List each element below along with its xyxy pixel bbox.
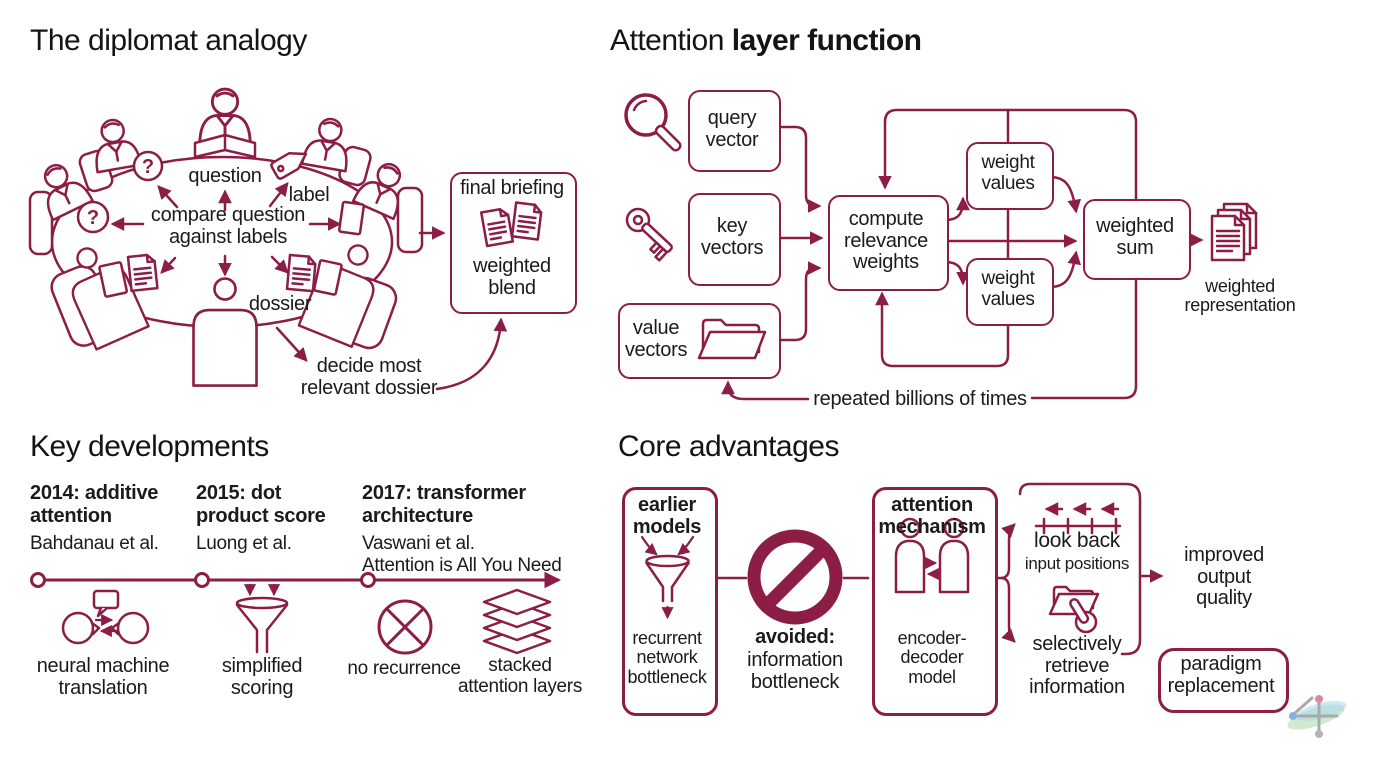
loop-lines bbox=[721, 108, 1138, 401]
no-recurrence-icon bbox=[377, 599, 433, 655]
advantages-title: Core advantages bbox=[618, 430, 840, 463]
paradigm-box bbox=[1158, 648, 1289, 713]
weighted-representation-label: weighted representation bbox=[1184, 276, 1296, 316]
translation-icon bbox=[61, 589, 150, 645]
milestone-heading: 2015: dot product score bbox=[196, 482, 326, 527]
brand-logo bbox=[1287, 695, 1347, 738]
repeated-label: repeated billions of times bbox=[813, 388, 1027, 410]
paradigm-label: paradigm replacement bbox=[1167, 653, 1275, 697]
capability-container bbox=[1018, 482, 1142, 656]
advantages-flow bbox=[710, 482, 1164, 656]
compute-weights-label: compute relevance weights bbox=[843, 208, 929, 274]
milestone-2015: 2015: dot product score Luong et al. bbox=[196, 482, 326, 555]
milestone-attribution: Bahdanau et al. bbox=[30, 533, 159, 554]
briefing-caption-label: weighted blend bbox=[473, 255, 551, 299]
milestone-attribution: Vaswani et al. Attention is All You Need bbox=[362, 533, 562, 576]
milestone-2017: 2017: transformer architecture Vaswani e… bbox=[362, 482, 562, 577]
weight-values-top-box bbox=[966, 142, 1054, 210]
query-vector-box bbox=[688, 90, 781, 172]
avoided-heading: avoided: bbox=[755, 626, 835, 648]
pointer-hand-icon bbox=[1069, 598, 1098, 634]
milestone-heading: 2014: additive attention bbox=[30, 482, 159, 527]
attention-title: Attention layer function bbox=[610, 24, 922, 58]
query-vector-label: query vector bbox=[705, 107, 759, 151]
question-label: question bbox=[188, 165, 262, 187]
feature-stacked-label: stacked attention layers bbox=[457, 655, 583, 697]
mechanism-heading: attention mechanism bbox=[878, 494, 986, 538]
attention-flowchart bbox=[624, 93, 1258, 401]
feature-scoring-label: simplified scoring bbox=[221, 655, 303, 699]
timeline bbox=[30, 571, 561, 589]
funnel-icon bbox=[235, 583, 289, 654]
question-mark-icon: ? bbox=[87, 207, 99, 229]
magnifier-icon bbox=[624, 93, 682, 152]
key-icon bbox=[625, 207, 673, 262]
weight-values-bottom-box bbox=[966, 258, 1054, 326]
earlier-models-heading: earlier models bbox=[632, 494, 702, 538]
briefing-title-label: final briefing bbox=[460, 177, 564, 199]
attention-mechanism-box bbox=[872, 487, 998, 716]
compute-weights-box bbox=[828, 195, 949, 291]
look-back-icon bbox=[1034, 502, 1122, 535]
avoided-caption: information bottleneck bbox=[747, 649, 843, 693]
retrieve-folder-icon bbox=[1048, 585, 1100, 634]
stacked-layers-icon bbox=[482, 588, 552, 655]
selectively-label: selectively retrieve information bbox=[1029, 633, 1125, 699]
diplomat-title: The diplomat analogy bbox=[30, 24, 307, 57]
improved-label: improved output quality bbox=[1184, 544, 1264, 610]
question-mark-icon: ? bbox=[142, 156, 154, 178]
prohibition-icon bbox=[747, 529, 843, 625]
open-briefing-icon bbox=[193, 133, 257, 159]
weight-values-top-label: weight values bbox=[981, 152, 1035, 194]
attention-title-bold: layer function bbox=[731, 24, 922, 57]
blend-arrow bbox=[435, 317, 508, 391]
decide-label: decide most relevant dossier bbox=[300, 355, 438, 399]
earlier-models-box bbox=[622, 487, 718, 716]
diplomat-table-illustration: ? ? bbox=[28, 87, 508, 391]
flow-arrows bbox=[775, 125, 1204, 342]
documents-stack-icon bbox=[1210, 202, 1258, 262]
key-vectors-box bbox=[688, 193, 781, 286]
earlier-models-caption: recurrent network bottleneck bbox=[627, 628, 707, 687]
question-badge-icon: ? bbox=[132, 150, 164, 182]
decide-arrow bbox=[275, 326, 308, 362]
compare-label: compare question against labels bbox=[150, 204, 306, 248]
feature-recurrence-label: no recurrence bbox=[347, 658, 461, 679]
question-badge-icon: ? bbox=[76, 200, 110, 234]
weight-values-bottom-label: weight values bbox=[981, 268, 1035, 310]
attention-title-regular: Attention bbox=[610, 24, 732, 57]
value-vectors-label: value vectors bbox=[624, 317, 688, 361]
milestone-attribution: Luong et al. bbox=[196, 533, 292, 554]
developments-title: Key developments bbox=[30, 430, 269, 463]
label-tag-icon bbox=[270, 151, 308, 180]
compare-arrows bbox=[110, 182, 342, 277]
mechanism-caption: encoder- decoder model bbox=[897, 628, 967, 687]
weighted-sum-label: weighted sum bbox=[1096, 215, 1174, 259]
milestone-heading: 2017: transformer architecture bbox=[362, 482, 526, 527]
milestone-2014: 2014: additive attention Bahdanau et al. bbox=[30, 482, 159, 555]
feature-translation-label: neural machine translation bbox=[36, 655, 170, 699]
label-label: label bbox=[288, 184, 330, 206]
input-positions-label: input positions bbox=[1024, 554, 1130, 573]
dossier-icons bbox=[98, 200, 365, 298]
look-back-label: look back bbox=[1033, 529, 1121, 552]
key-vectors-label: key vectors bbox=[700, 215, 764, 259]
weighted-sum-box bbox=[1083, 199, 1191, 280]
dossier-label: dossier bbox=[248, 293, 312, 315]
